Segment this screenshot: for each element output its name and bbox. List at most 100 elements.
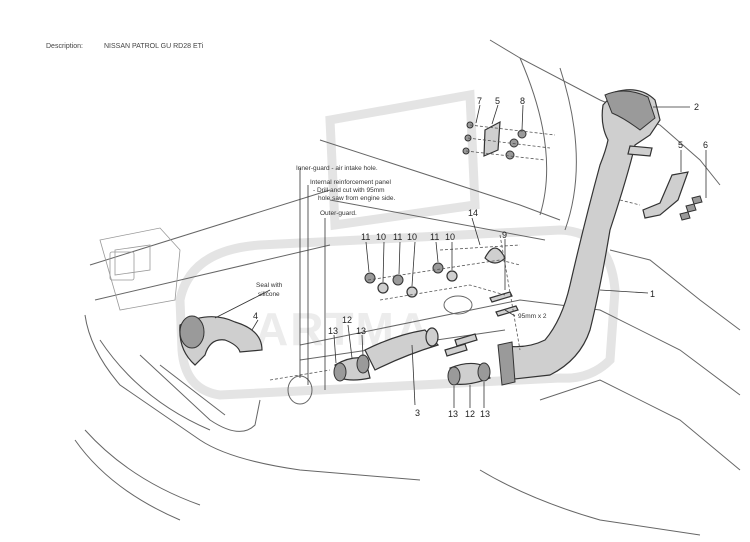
- windscreen-bottom-edge: [319, 139, 561, 221]
- bumper-upper-line: [84, 429, 201, 506]
- nut: [505, 150, 515, 160]
- guard-hole: [443, 295, 473, 315]
- leader-11c: [435, 241, 439, 263]
- leader-3: [411, 344, 416, 406]
- callout-7: 7: [477, 96, 482, 106]
- leader-10a: [382, 241, 385, 283]
- headlight-inner-line: [159, 364, 226, 416]
- callout-1: 1: [650, 289, 655, 299]
- note-reinforcement-2: - Drill and cut with 95mm: [313, 187, 385, 194]
- door-line: [539, 379, 741, 471]
- air-pipe-group: [269, 327, 440, 382]
- leader-lines: [214, 104, 707, 408]
- leader-14: [471, 217, 481, 246]
- assembly-guides: [465, 124, 556, 161]
- cowl-line: [329, 199, 546, 241]
- stud: [444, 343, 468, 357]
- bumper-line: [74, 439, 181, 521]
- snorkel-outlet-flange: [497, 341, 516, 386]
- bolt: [691, 195, 703, 205]
- description-label: Description:: [46, 43, 83, 50]
- leader-13b: [361, 334, 364, 357]
- callout-10b: 10: [407, 232, 417, 242]
- callout-11c: 11: [430, 232, 439, 242]
- washer: [446, 270, 458, 282]
- mounting-bracket-upper: [642, 171, 689, 219]
- headlight-outline: [139, 354, 261, 432]
- guard-top-line: [299, 299, 741, 396]
- leader-hole-size: [504, 309, 516, 317]
- callout-5-guard: 5: [678, 140, 683, 150]
- leader-12a: [347, 324, 353, 359]
- upper-bracket-group: [619, 171, 703, 221]
- leader-13a: [333, 334, 337, 364]
- snorkel-assembly: [497, 89, 661, 386]
- a-pillar-inner-edge: [559, 67, 577, 231]
- callout-12a: 12: [342, 315, 352, 325]
- note-reinforcement-1: Internal reinforcement panel: [310, 179, 391, 186]
- callout-12b: 12: [465, 409, 475, 419]
- note-hole-size: 95mm x 2: [518, 313, 547, 320]
- engine-airbox: [99, 227, 181, 311]
- callout-13b: 13: [356, 326, 366, 336]
- hose-clamp: [333, 362, 347, 382]
- stud: [454, 333, 478, 347]
- assembly-guide: [619, 199, 641, 206]
- note-outer-guard: Outer-guard.: [320, 210, 357, 217]
- callout-13c: 13: [448, 409, 458, 419]
- nut: [509, 138, 519, 148]
- hose-clamp: [356, 354, 370, 374]
- pipe-end: [425, 327, 439, 347]
- callout-13a: 13: [328, 326, 338, 336]
- callout-8: 8: [520, 96, 525, 106]
- bolt: [685, 203, 697, 213]
- leader-10b: [411, 241, 416, 287]
- washer: [406, 286, 418, 298]
- watermark-jeep-outline: [325, 89, 480, 231]
- callout-13d: 13: [480, 409, 490, 419]
- hose-clamp: [477, 362, 491, 382]
- leader-4: [251, 319, 259, 331]
- callout-10c: 10: [445, 232, 455, 242]
- vehicle-outline: [74, 39, 741, 536]
- callout-14: 14: [468, 208, 478, 218]
- watermark-badge-outline: [175, 225, 620, 400]
- a-pillar-edge: [519, 57, 548, 216]
- assembly-guide: [499, 234, 521, 351]
- bonnet-front-edge: [94, 244, 331, 301]
- airbox-lid: [114, 244, 151, 276]
- callout-4: 4: [253, 311, 258, 321]
- hose-clamp: [447, 366, 461, 386]
- note-seal-2: silicone: [258, 291, 280, 298]
- callout-11b: 11: [393, 232, 402, 242]
- leader-11a: [365, 241, 370, 273]
- stud: [489, 291, 513, 303]
- callout-numbers: 1 2 3 4 5 5 6 7 8 9 10 10 10 11 11 11 12…: [253, 96, 708, 419]
- note-seal-1: Seal with: [256, 282, 283, 289]
- snorkel-head: [604, 90, 656, 131]
- airbox-elbow-group: [179, 315, 313, 405]
- assembly-guide: [367, 259, 521, 281]
- leader-seal: [214, 289, 271, 319]
- bolt: [679, 211, 691, 221]
- vehicle-model: NISSAN PATROL GU RD28 ETi: [104, 43, 204, 50]
- elbow-opening: [179, 315, 205, 349]
- bonnet-rear-edge: [89, 189, 331, 266]
- nut: [392, 274, 404, 286]
- note-inner-guard: Inner-guard - air intake hole.: [296, 165, 378, 172]
- snorkel-head-clamp: [627, 145, 653, 157]
- air-transfer-pipe: [364, 329, 440, 371]
- callout-5-pillar: 5: [495, 96, 500, 106]
- callout-10a: 10: [376, 232, 386, 242]
- nut: [364, 272, 376, 284]
- washer: [377, 282, 389, 294]
- callout-3: 3: [415, 408, 420, 418]
- bolt-set-6: [679, 195, 703, 221]
- callout-11a: 11: [361, 232, 370, 242]
- nut: [432, 262, 444, 274]
- assembly-guide: [439, 244, 521, 251]
- assembly-guide: [379, 284, 506, 301]
- body-side-line: [609, 249, 741, 331]
- wheel-arch-line: [479, 469, 701, 536]
